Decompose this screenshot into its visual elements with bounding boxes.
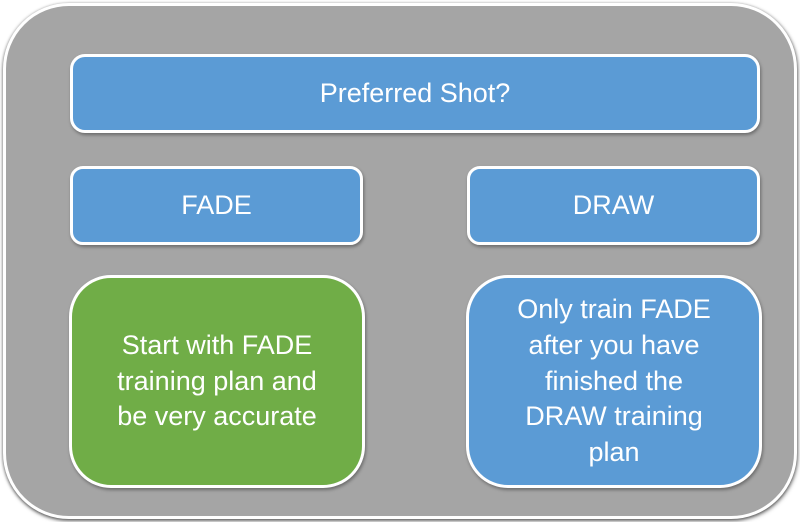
fade-detail-text: Start with FADE training plan and be ver… (117, 330, 317, 432)
draw-detail-box: Only train FADE after you have finished … (466, 275, 762, 488)
draw-detail-text: Only train FADE after you have finished … (517, 294, 711, 467)
title-box: Preferred Shot? (70, 54, 760, 133)
fade-detail-box: Start with FADE training plan and be ver… (69, 275, 365, 488)
fade-label: FADE (181, 189, 252, 220)
diagram-title: Preferred Shot? (319, 77, 511, 108)
branch-label-fade: FADE (70, 166, 363, 245)
draw-label: DRAW (572, 189, 655, 220)
decision-diagram-panel: Preferred Shot? FADE DRAW Start with FAD… (3, 3, 797, 519)
branch-label-draw: DRAW (467, 166, 760, 245)
